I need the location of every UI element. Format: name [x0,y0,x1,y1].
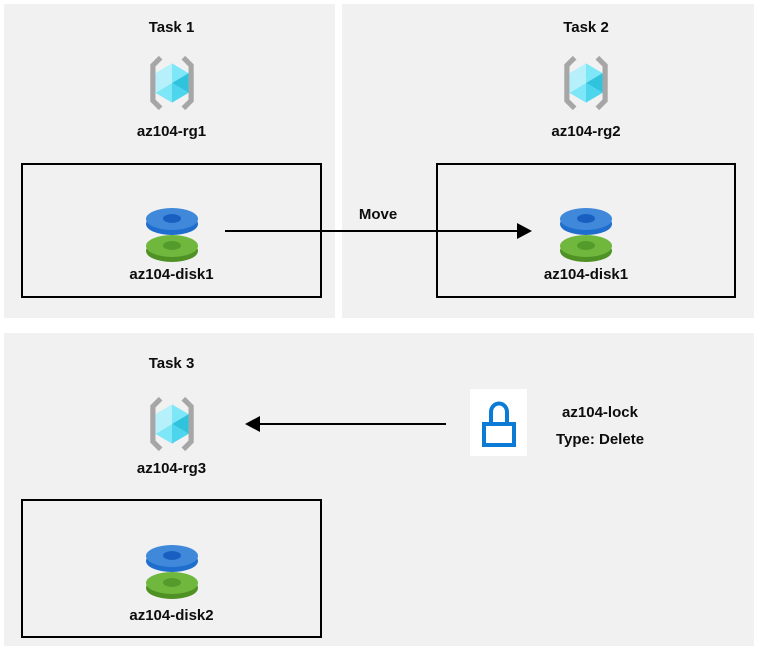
task3-title: Task 3 [148,355,195,372]
disk-icon [560,208,612,262]
disk-box: az104-disk2 [21,499,322,638]
resource-group-icon [149,55,194,111]
resource-group-label: az104-rg2 [551,123,621,140]
arrow-right-icon [517,223,532,239]
task1-panel: Task 1 az104-rg1 az104-disk1 [4,4,335,318]
resource-group-icon [149,396,194,452]
task3-panel: Task 3 az104-rg3 az104-disk2 [4,333,754,646]
resource-group-label: az104-rg3 [136,460,207,477]
disk-icon [145,545,198,599]
task1-title: Task 1 [148,19,195,36]
disk-label: az104-disk2 [129,607,214,624]
resource-group-label: az104-rg1 [136,123,207,140]
task2-panel: Task 2 az104-rg2 az104-disk1 [342,4,754,318]
arrow-left-icon [245,416,260,432]
task2-column: Task 2 az104-rg2 az104-disk1 [436,4,736,318]
lock-text-block: az104-lock Type: Delete [538,399,662,453]
lock-box [470,389,527,456]
lock-arrow-line [250,423,446,425]
disk-icon [145,208,198,262]
disk-label: az104-disk1 [129,266,214,283]
disk-label: az104-disk1 [543,266,629,283]
task2-title: Task 2 [563,19,609,36]
resource-group-icon [564,55,608,111]
lock-icon [481,401,516,447]
lock-name-label: az104-lock [562,404,638,421]
lock-type-label: Type: Delete [555,431,645,448]
task1-column: Task 1 az104-rg1 az104-disk1 [21,4,322,318]
move-label: Move [358,206,398,223]
disk-box: az104-disk1 [21,163,322,298]
task3-column: Task 3 az104-rg3 az104-disk2 [21,333,322,646]
move-arrow-line [225,230,518,232]
